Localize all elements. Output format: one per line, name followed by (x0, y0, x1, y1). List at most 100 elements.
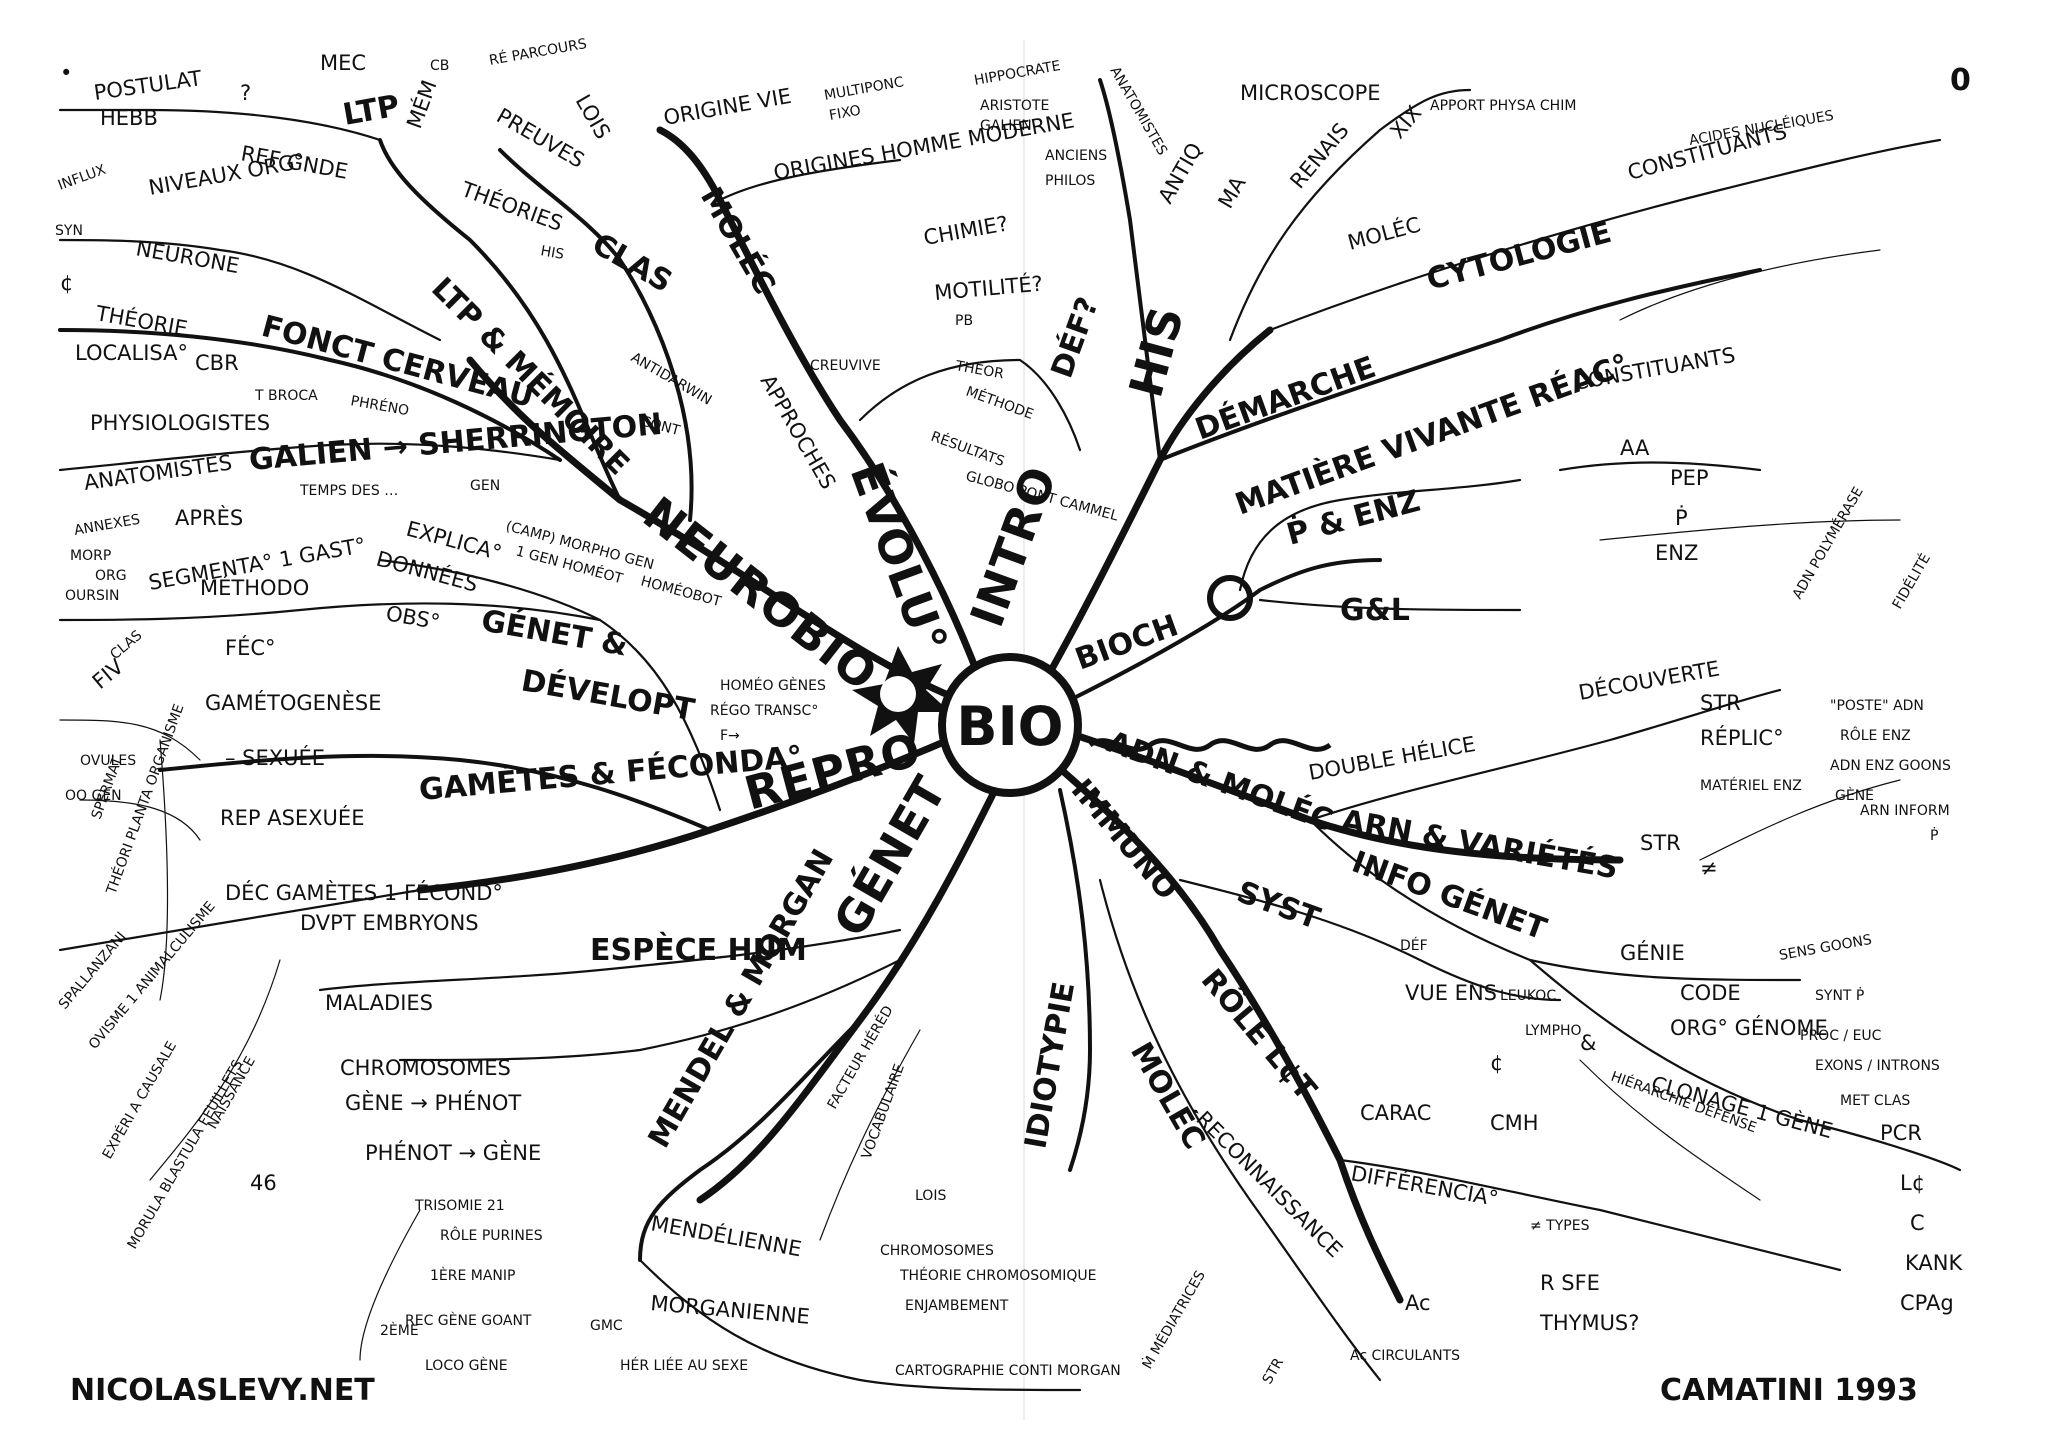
leaf-label: HOMÉO GÈNES (720, 677, 826, 694)
leaf-label: PROC / EUC (1800, 1028, 1882, 1044)
branch-evolu-origine (718, 158, 902, 202)
leaf-label: CPAg (1900, 1291, 1954, 1315)
leaf-label: & (1580, 1031, 1596, 1055)
leaf-label: MALADIES (325, 991, 433, 1015)
leaf-label: GÈNE → PHÉNOT (345, 1090, 521, 1115)
hair-lines (59, 249, 1901, 1361)
leaf-label: PCR (1880, 1121, 1922, 1145)
leaf-label: GÉNIE (1620, 940, 1685, 965)
leaf-label: GMC (590, 1318, 623, 1334)
leaf-label: FÉC° (225, 635, 276, 660)
branch-intro-demarche (1158, 268, 1762, 462)
branch-evolu-approches (858, 358, 1082, 452)
leaf-label: CB (430, 58, 449, 74)
leaf-label: OVULES (80, 753, 136, 769)
leaf-label: CHROMOSOMES (880, 1243, 994, 1259)
leaf-label: G&L (1340, 593, 1410, 628)
leaf-label: KANK (1905, 1251, 1963, 1275)
branch-immuno-caract (1338, 1158, 1842, 1272)
leaf-label: CARAC (1360, 1101, 1431, 1125)
branch-intro-his (1098, 78, 1162, 462)
leaf-label: GÈNE (1835, 787, 1874, 804)
signature-right: CAMATINI 1993 (1660, 1373, 1918, 1408)
branch-repro-methodo (58, 602, 602, 622)
center-node (938, 653, 1082, 797)
leaf-label: LOIS (915, 1188, 946, 1204)
leaf-label: Ṗ (1930, 826, 1938, 844)
branch-repro-dec (58, 888, 422, 952)
leaf-label: THYMUS? (1539, 1311, 1639, 1335)
branch-neuro-fonct (58, 328, 562, 462)
branches (58, 78, 1962, 1392)
leaf-label: ≠ TYPES (1530, 1218, 1590, 1234)
leaf-label: T BROCA (254, 388, 318, 404)
branch-idiotypie (1058, 788, 1092, 1172)
leaf-label: SYNT Ṗ (1815, 986, 1864, 1004)
leaf-label: REP ASEXUÉE (220, 805, 364, 830)
leaf-label: ¢ (60, 271, 73, 295)
leaf-label: RÔLE PURINES (440, 1226, 543, 1244)
leaf-label: LEUKOC (1500, 988, 1556, 1004)
leaf-label: CODE (1680, 981, 1741, 1005)
leaf-label: CMH (1490, 1111, 1539, 1135)
leaf-label: L¢ (1900, 1171, 1925, 1195)
branch-genet-espece (318, 928, 902, 992)
neuron-star-core (880, 676, 916, 712)
leaf-label: ¢ (1490, 1051, 1503, 1075)
branch-neuro-ltp (378, 138, 622, 502)
leaf-label: LOCALISA° (75, 341, 188, 365)
leaf-label: MEC (320, 51, 366, 75)
leaf-label: EXONS / INTRONS (1815, 1058, 1940, 1074)
leaf-label: PHÉNOT → GÈNE (365, 1140, 541, 1165)
leaf-label: ENJAMBEMENT (905, 1298, 1009, 1314)
branch-neurobio (466, 356, 964, 704)
branch-bioch-aa (1558, 461, 1762, 472)
leaf-label: TRISOMIE 21 (414, 1198, 505, 1214)
bioch-spiral-icon (1207, 575, 1253, 621)
branch-adn-genie (1528, 958, 1962, 1172)
leaf-label: GEN (470, 478, 500, 494)
page-number: 0 (1950, 63, 1971, 98)
branch-intro-antiq (1228, 88, 1472, 342)
leaf-label: VUE ENS (1405, 981, 1497, 1005)
leaf-label: ≠ (1700, 856, 1718, 880)
leaf-label: AA (1620, 436, 1650, 460)
leaf-label: "POSTE" ADN (1830, 698, 1924, 714)
leaf-label: ARISTOTE (980, 98, 1049, 114)
leaf-label: MET CLAS (1840, 1093, 1910, 1109)
leaf-label: LYMPHO (1525, 1023, 1582, 1039)
leaf-label: ORG (95, 568, 127, 584)
branch-bioch (1068, 558, 1382, 702)
leaf-label: ARN INFORM (1860, 803, 1950, 819)
leaf-label: ADN ENZ GOONS (1830, 758, 1951, 774)
leaf-label: PB (955, 313, 973, 329)
leaf-label: MÉTHODO (200, 575, 309, 600)
leaf-label: PHYSIOLOGISTES (90, 411, 270, 435)
leaf-label: TEMPS DES … (299, 483, 398, 499)
leaf-label: STR (1700, 691, 1741, 715)
leaf-label: R SFE (1540, 1271, 1600, 1295)
leaf-label: 2ÈME (380, 1322, 419, 1339)
branch-genet-molec (398, 958, 902, 1062)
leaf-label: ANCIENS (1045, 148, 1107, 164)
leaf-label: ORG° GÉNOME (1670, 1015, 1828, 1040)
leaf-label: OURSIN (65, 588, 119, 604)
leaf-label: HEBB (100, 106, 158, 130)
branch-neuro-postulat (58, 108, 382, 142)
leaf-label: C (1910, 1211, 1925, 1235)
leaf-label: OO GEN (65, 788, 122, 804)
leaf-label: MORP (70, 548, 111, 564)
leaf-label: CARTOGRAPHIE CONTI MORGAN (895, 1363, 1121, 1379)
leaf-label: MICROSCOPE (1240, 81, 1381, 105)
leaf-label: RÔLE ENZ (1840, 726, 1911, 744)
branch-immuno-molec (1098, 878, 1382, 1382)
leaf-label: 1ÈRE MANIP (430, 1267, 515, 1284)
leaf-label: FIXO (828, 103, 862, 124)
leaf-label: CHROMOSOMES (340, 1056, 511, 1080)
leaf-label: THÉORIE CHROMOSOMIQUE (899, 1267, 1096, 1284)
leaf-label: PEP (1670, 466, 1709, 490)
branch-immuno-syst (1178, 878, 1562, 1002)
leaf-label: Ac CIRCULANTS (1350, 1348, 1460, 1364)
corner-dot: • (60, 61, 72, 85)
